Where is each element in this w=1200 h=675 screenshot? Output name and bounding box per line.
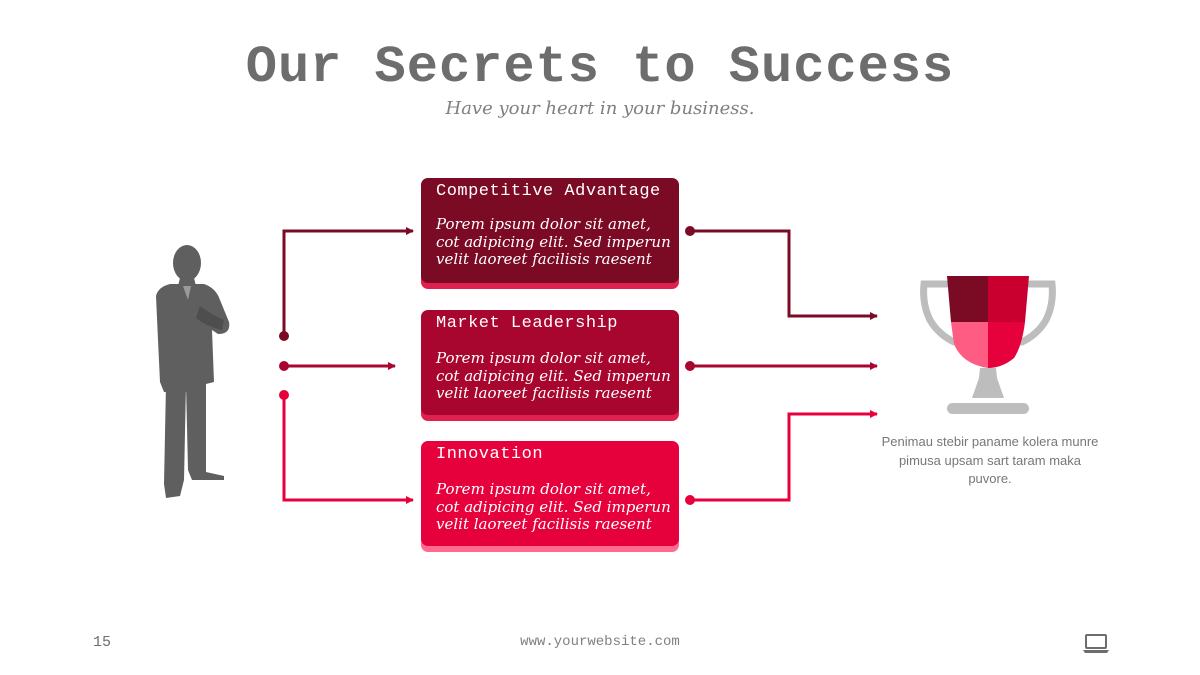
page-number: 15 xyxy=(93,634,112,651)
slide-title: Our Secrets to Success xyxy=(245,38,955,97)
step-description: Porem ipsum dolor sit amet, cot adipicin… xyxy=(436,349,671,402)
businessman-silhouette-icon xyxy=(156,245,230,498)
laptop-icon xyxy=(1083,634,1109,653)
connector-line-1 xyxy=(282,227,414,336)
step-title: Market Leadership xyxy=(436,314,618,333)
output-dot-1 xyxy=(685,226,695,236)
step-description: Porem ipsum dolor sit amet, cot adipicin… xyxy=(436,480,671,533)
slide-subtitle: Have your heart in your business. xyxy=(445,98,755,119)
trophy-caption: Penimau stebir paname kolera munre pimus… xyxy=(881,434,1099,486)
connector-dot-3 xyxy=(279,390,289,400)
trophy-icon xyxy=(920,276,1056,414)
connector-line-3 xyxy=(282,395,414,504)
step-innovation: Innovation Porem ipsum dolor sit amet, c… xyxy=(421,441,679,546)
website-url[interactable]: www.yourwebsite.com xyxy=(520,634,680,650)
output-dot-3 xyxy=(685,495,695,505)
step-competitive-advantage: Competitive Advantage Porem ipsum dolor … xyxy=(421,178,679,283)
output-dot-2 xyxy=(685,361,695,371)
step-market-leadership: Market Leadership Porem ipsum dolor sit … xyxy=(421,310,679,415)
connector-dot-2 xyxy=(279,361,289,371)
output-line-1 xyxy=(690,229,878,320)
step-description: Porem ipsum dolor sit amet, cot adipicin… xyxy=(436,215,671,268)
step-title: Innovation xyxy=(436,445,544,464)
step-title: Competitive Advantage xyxy=(436,182,661,201)
output-line-3 xyxy=(690,410,878,502)
connector-dot-1 xyxy=(279,331,289,341)
